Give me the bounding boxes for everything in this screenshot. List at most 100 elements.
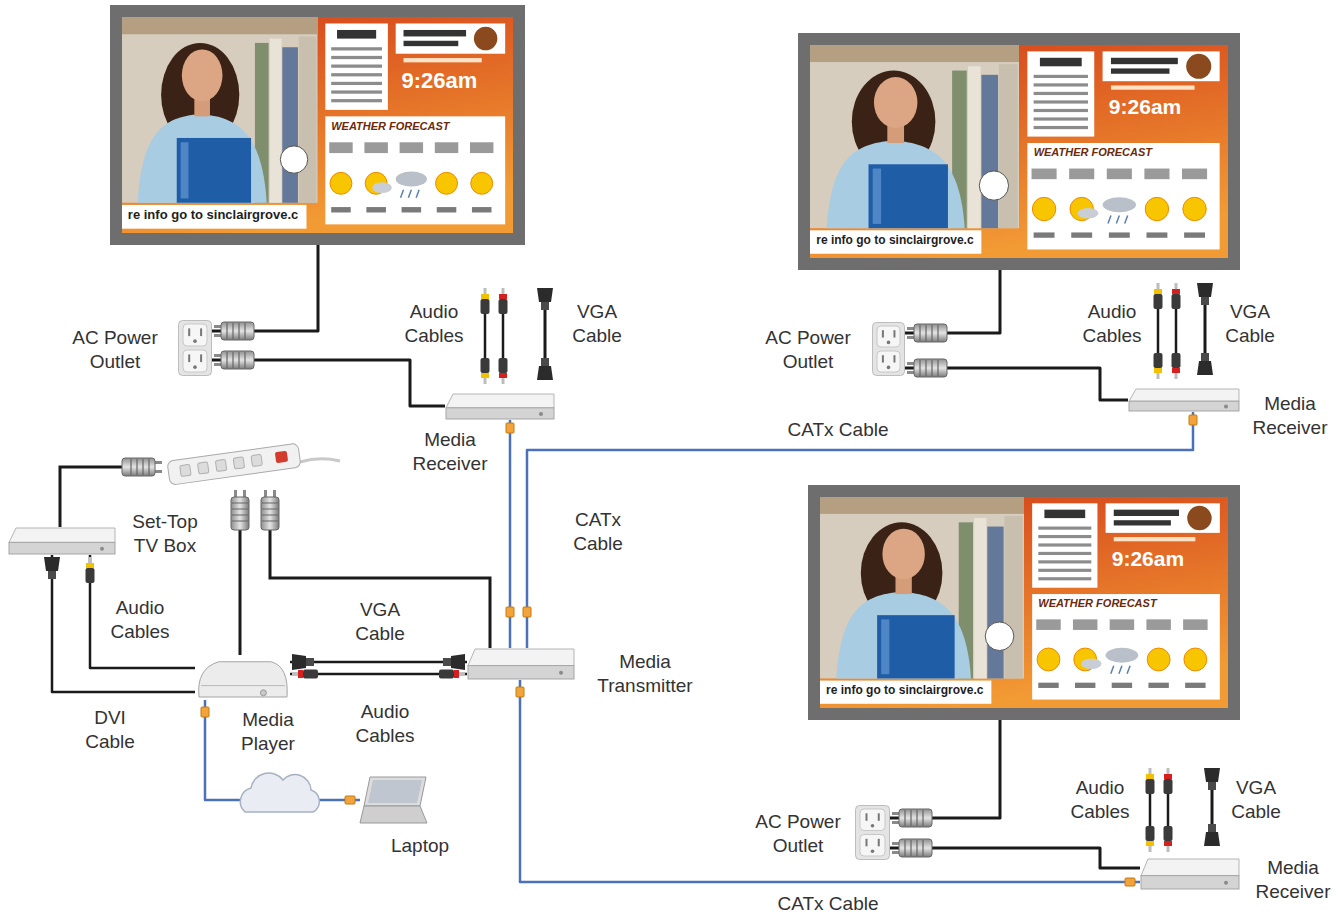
screen-panel [1038,577,1091,580]
cable-label: Audio Cables [348,700,423,748]
media-receiver-shape [1140,858,1240,890]
power-strip [275,451,288,464]
loose-audio-cable [1167,792,1170,828]
screen-panel [1034,92,1088,95]
screen-text: re info go to sinclairgrove.c [816,234,973,248]
power-plug [892,809,932,827]
screen-panel [1107,169,1132,180]
laptop-base [360,806,427,823]
device-label: Laptop [380,834,460,858]
photo [820,497,1024,678]
av-connector [86,557,95,583]
photo [270,39,282,203]
display-screen: 9:26amWEATHER FORECASTre info go to sinc… [808,485,1240,720]
media-transmitter-front [468,666,574,679]
screen-panel [1106,503,1220,533]
power-strip [167,443,301,485]
rj45-plug [1189,415,1197,425]
media-receiver-shape [1128,388,1240,412]
media-receiver: Media Receiver [1128,388,1240,412]
photo [182,49,223,101]
screen-text: re info go to sinclairgrove.c [128,208,298,223]
power-strip [251,454,262,466]
screen-panel [1038,527,1091,530]
loose-audio-cable [1154,283,1163,309]
outlet-socket [877,326,900,347]
loose-vga-cable [1204,768,1220,790]
loose-audio-cable [1172,283,1181,309]
weather-icon [1145,197,1168,220]
outlet-socket [871,849,875,853]
rj45-plug [1125,878,1135,886]
display-frame [808,485,1240,720]
screen-panel [1073,619,1097,630]
cable-label: CATx Cable [738,418,938,442]
screen-background [810,45,1228,258]
screen-panel [331,65,382,68]
loose-audio-cable [499,358,508,384]
photo [999,64,1018,228]
screen-panel [1075,683,1095,688]
screen-panel [1114,537,1196,541]
weather-icon [396,171,427,186]
network-cloud [240,773,319,812]
screen-panel [470,142,493,153]
outlet-socket [893,330,895,337]
media-receiver-led [1224,881,1228,885]
photo [282,47,298,203]
photo [122,17,318,34]
screen-panel [1148,683,1168,688]
screen-panel [1027,143,1219,250]
info-bar [810,230,981,253]
photo [968,66,981,228]
screen-panel [1146,232,1167,237]
screen-panel [1183,619,1207,630]
screen-panel [1032,503,1097,587]
photo [974,518,986,678]
screen-panel [331,47,382,50]
screen-panel [1034,75,1088,78]
media-receiver-led [539,412,543,416]
photo [122,17,318,203]
screen-panel [435,142,458,153]
outlet-socket [882,355,884,362]
power-plug [122,458,162,476]
power-outlet: AC Power Outlet [872,322,905,376]
outlet-socket [860,835,885,857]
loose-vga-cable [1197,353,1213,375]
screen-panel [337,30,376,39]
loose-audio-cable [481,288,490,314]
power-strip [215,459,226,471]
screen-panel [1144,169,1169,180]
loose-audio-cable [1146,768,1173,852]
device-label: Media Receiver [1248,392,1332,440]
cable-label: VGA Cable [1219,300,1281,348]
screen-text: 9:26am [1112,547,1184,571]
media-transmitter: Media Transmitter [467,648,575,680]
loose-audio-cable [1146,826,1155,852]
outlet-socket [188,354,190,362]
screen-panel [364,142,387,153]
device-label: Media Receiver [400,428,500,476]
screen-panel [1111,68,1170,73]
set-top-box-top [9,528,115,542]
info-bar [820,681,991,704]
screen-panel [331,99,382,102]
outlet-socket [200,354,202,362]
loose-audio-cable [1154,283,1181,379]
loose-audio-cable [1172,353,1181,379]
screen-text: WEATHER FORECAST [1038,597,1156,610]
media-receiver-shape [445,393,555,420]
device-label: Media Player [233,708,303,756]
screen-panel [331,73,382,76]
cable-label: DVI Cable [79,706,141,754]
cable-label: Audio Cables [103,596,178,644]
loose-audio-cable [481,358,490,384]
media-transmitter-top [468,649,574,666]
screen-panel [331,90,382,93]
photo [177,138,251,203]
screen-panel [366,207,386,212]
screen-panel [1032,594,1220,700]
loose-audio-cable [484,312,487,360]
media-player-body [201,685,285,686]
